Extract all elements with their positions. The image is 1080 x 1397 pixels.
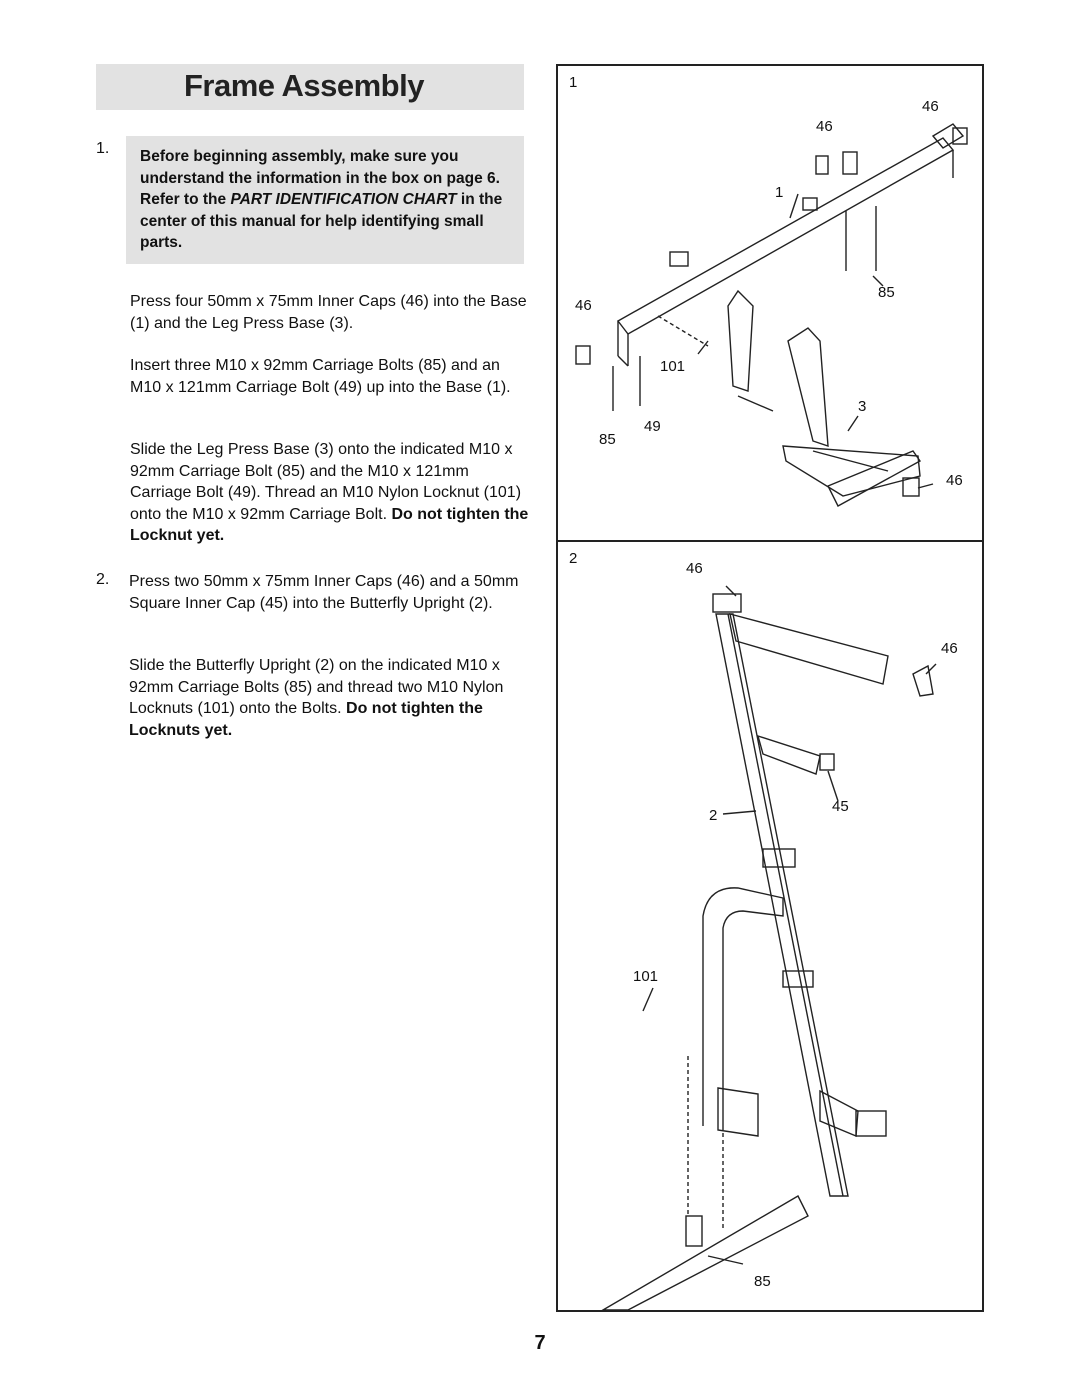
callout-1: 1 <box>775 184 784 201</box>
callout-49: 49 <box>644 418 661 435</box>
title-bar: Frame Assembly <box>96 64 524 110</box>
callout-85-a: 85 <box>878 284 895 301</box>
note-text: Before beginning assembly, make sure you… <box>140 146 516 254</box>
figure-2-drawing <box>601 585 937 1310</box>
callout-101-a: 101 <box>660 358 686 375</box>
figure-divider <box>558 540 982 542</box>
assembly-drawings <box>575 123 968 1310</box>
callout-85-c: 85 <box>754 1273 771 1290</box>
diagram-panel: 1 46 46 1 85 46 101 3 85 49 46 2 46 46 2… <box>556 64 984 1312</box>
note-text-italic: PART IDENTIFICATION CHART <box>230 191 457 208</box>
step-1-warning: Do not tighten the Locknut yet. <box>130 505 529 545</box>
figure-1-number: 1 <box>569 74 578 91</box>
callout-85-b: 85 <box>599 431 616 448</box>
callout-46-d: 46 <box>946 472 963 489</box>
step-1-para-2: Insert three M10 x 92mm Carriage Bolts (… <box>130 357 511 396</box>
step-2-para-1: Press two 50mm x 75mm Inner Caps (46) an… <box>129 573 519 612</box>
note-box: Before beginning assembly, make sure you… <box>126 136 524 264</box>
step-1-para-3-text: Slide the Leg Press Base (3) onto the in… <box>130 441 522 523</box>
step-1-para-1: Press four 50mm x 75mm Inner Caps (46) i… <box>130 293 527 332</box>
callout-46-c: 46 <box>575 297 592 314</box>
callout-2: 2 <box>709 807 718 824</box>
step-2-warning: Do not tighten the Locknuts yet. <box>129 700 483 739</box>
note-text-post: in the center of this manual for help id… <box>140 191 503 251</box>
note-text-pre: Before beginning assembly, make sure you… <box>140 148 500 208</box>
page-title: Frame Assembly <box>184 68 424 103</box>
figure-1-drawing <box>575 123 968 507</box>
callout-46-e: 46 <box>686 560 703 577</box>
callout-3: 3 <box>858 398 867 415</box>
callout-46-f: 46 <box>941 640 958 657</box>
step-1-para-3: Slide the Leg Press Base (3) onto the in… <box>130 439 530 547</box>
callout-101-b: 101 <box>633 968 659 985</box>
step-2-para-2-text: Slide the Butterfly Upright (2) on the i… <box>129 657 504 717</box>
step-2-number: 2. <box>96 571 110 588</box>
step-2-para-2: Slide the Butterfly Upright (2) on the i… <box>129 655 529 741</box>
callout-45: 45 <box>832 798 849 815</box>
page-number: 7 <box>534 1332 546 1354</box>
figure-2-number: 2 <box>569 550 578 567</box>
step-1-number: 1. <box>96 140 110 157</box>
callout-46-a: 46 <box>922 98 939 115</box>
callout-46-b: 46 <box>816 118 833 135</box>
